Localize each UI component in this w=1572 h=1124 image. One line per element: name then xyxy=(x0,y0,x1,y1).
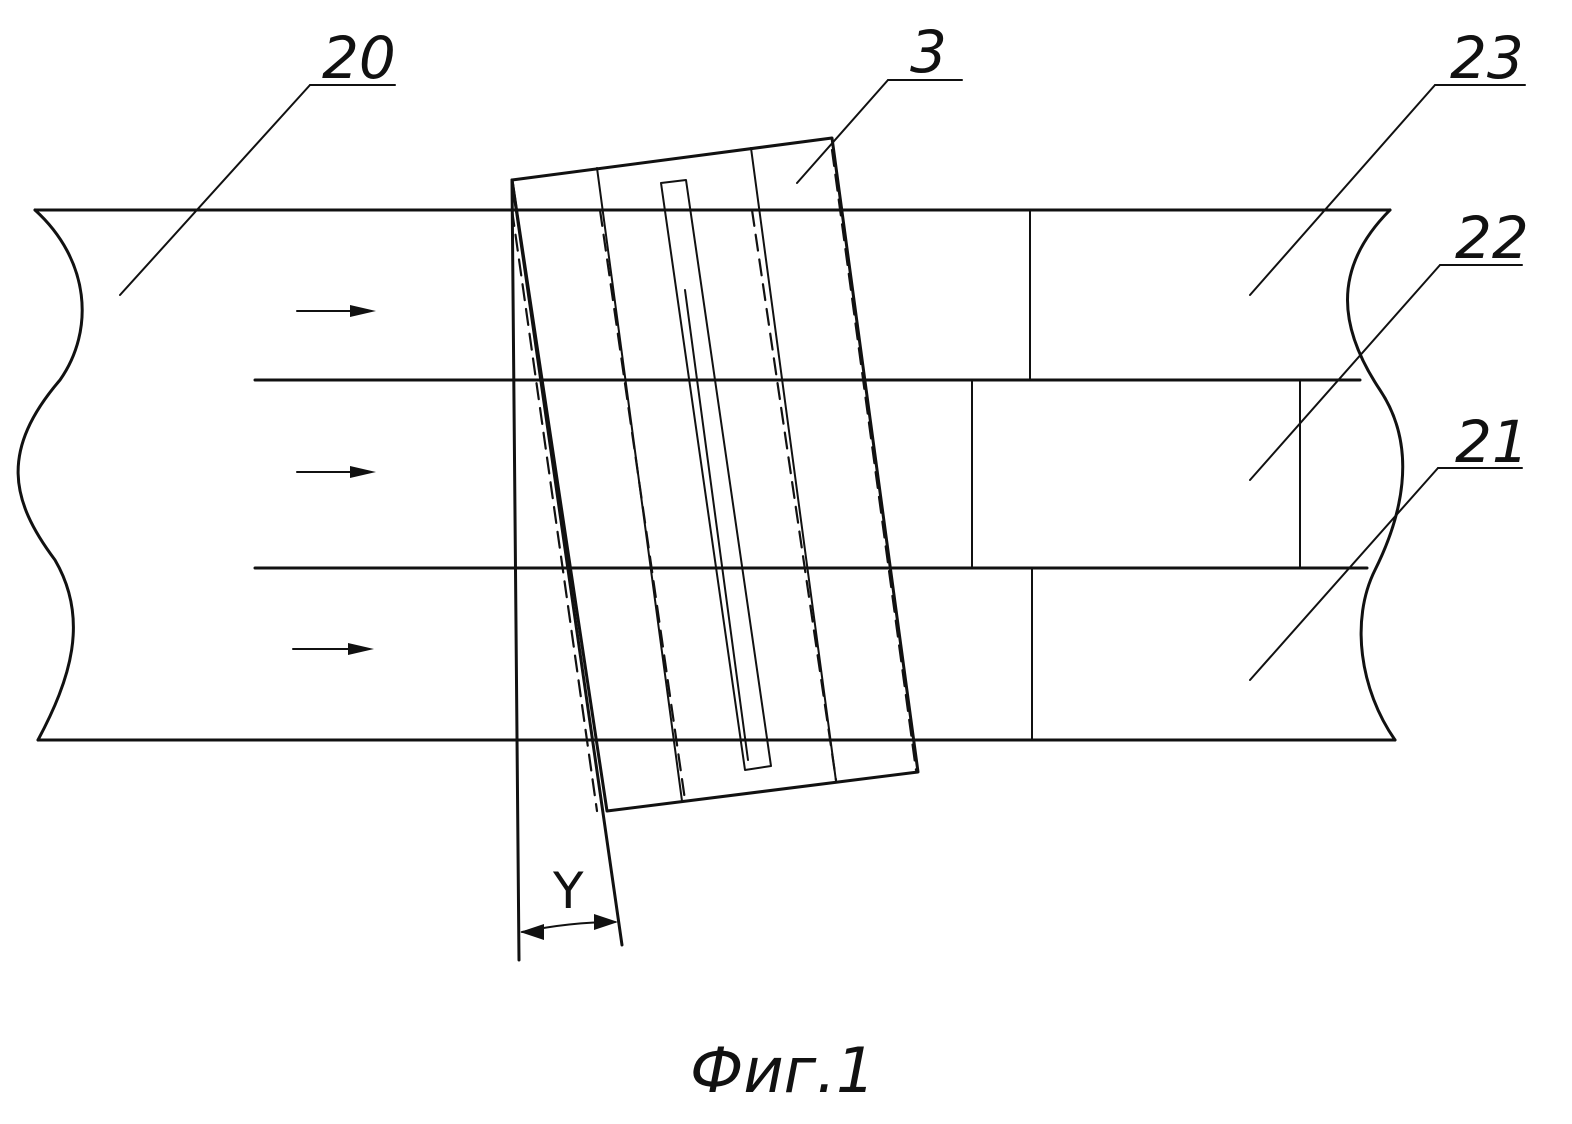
reference-labels: 20 3 23 22 21 xyxy=(120,18,1529,680)
hidden-line-1 xyxy=(512,210,597,811)
feed-arrows xyxy=(293,305,376,655)
hidden-line-4 xyxy=(832,150,916,770)
angle-arrow-left xyxy=(520,924,544,940)
angle-arrow-right xyxy=(594,914,618,930)
cutting-unit xyxy=(512,138,918,811)
hidden-line-3 xyxy=(752,210,836,780)
label-3: 3 xyxy=(910,18,947,86)
leader-20 xyxy=(120,85,310,295)
blade-slot xyxy=(661,180,771,770)
label-21: 21 xyxy=(1455,408,1529,476)
leader-21 xyxy=(1250,468,1438,680)
feed-arrow-bottom xyxy=(293,643,374,655)
vertical-reference-line xyxy=(512,180,519,960)
angle-y-dimension: Y xyxy=(512,180,622,960)
label-20: 20 xyxy=(322,24,396,92)
label-22: 22 xyxy=(1455,204,1529,272)
figure-caption: Фиг.1 xyxy=(690,1034,875,1107)
right-break-line xyxy=(1348,210,1403,740)
leader-23 xyxy=(1250,85,1435,295)
inclined-reference-line xyxy=(512,180,622,945)
leader-3 xyxy=(797,80,888,183)
feed-arrow-middle xyxy=(297,466,376,478)
blade-centerline xyxy=(685,290,748,760)
feed-arrow-top xyxy=(297,305,376,317)
cutting-unit-outline xyxy=(512,138,918,811)
left-break-line xyxy=(18,210,82,740)
label-23: 23 xyxy=(1450,24,1524,92)
angle-label: Y xyxy=(552,862,584,920)
leader-22 xyxy=(1250,265,1440,480)
